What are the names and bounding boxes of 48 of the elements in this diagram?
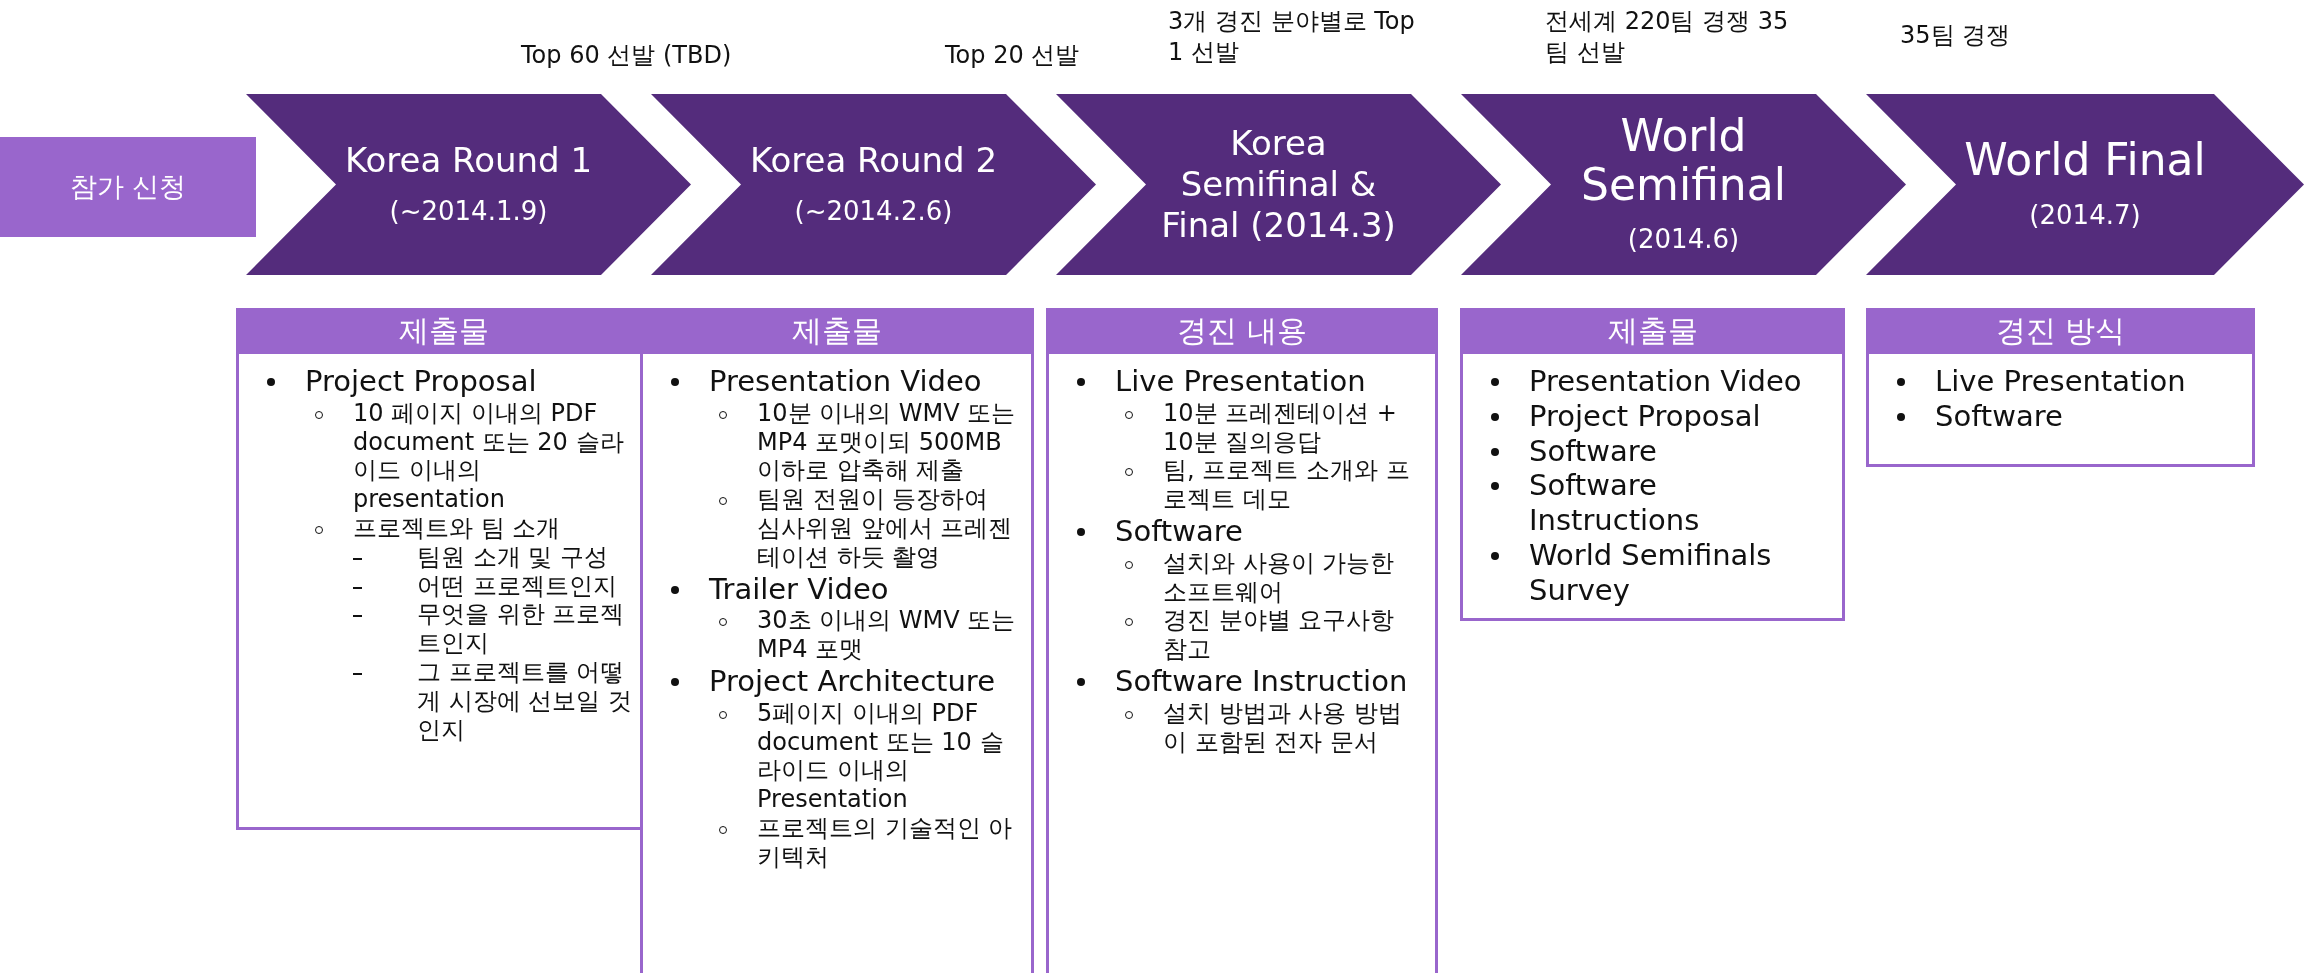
stage-date: (2014.6)	[1627, 223, 1740, 256]
list-item: 그 프로젝트를 어떻게 시장에 선보일 것인지	[253, 657, 634, 745]
stage-date: (~2014.1.9)	[389, 195, 548, 228]
list-item: 설치와 사용이 가능한 소프트웨어	[1063, 548, 1421, 607]
stage-note: 35팀 경쟁	[1900, 20, 2011, 51]
list-item: 10 페이지 이내의 PDF document 또는 20 슬라이드 이내의 presentation	[253, 398, 634, 514]
stage-title: World Semifinal	[1580, 112, 1787, 209]
list-item: 10분 프레젠테이션 + 10분 질의응답	[1063, 398, 1421, 457]
list-item: 30초 이내의 WMV 또는 MP4 포맷	[657, 606, 1017, 664]
stage-title: Korea Round 2	[749, 140, 998, 181]
list-item: Software Instructions	[1477, 468, 1828, 538]
stage-note: Top 60 선발 (TBD)	[521, 40, 732, 71]
section-header: 제출물	[1460, 308, 1845, 354]
list-item: 5페이지 이내의 PDF document 또는 10 슬라이드 이내의 Presentation	[657, 698, 1017, 814]
list-item: Presentation Video	[1477, 364, 1828, 399]
stage-note: 3개 경진 분야별로 Top 1 선발	[1168, 6, 1416, 69]
list-item: Trailer Video	[657, 571, 1017, 607]
stage-note: 전세계 220팀 경쟁 35팀 선발	[1545, 6, 1790, 69]
list-item: Software	[1063, 514, 1421, 549]
list-item: Presentation Video	[657, 364, 1017, 399]
list-item: 팀, 프로젝트 소개와 프로젝트 데모	[1063, 456, 1421, 514]
list-item: World Semifinals Survey	[1477, 538, 1828, 608]
stage-date: (2014.7)	[2029, 198, 2141, 232]
list-item: Software Instruction	[1063, 663, 1421, 699]
list-item: Live Presentation	[1883, 364, 2238, 399]
list-item: 어떤 프로젝트인지	[253, 571, 634, 601]
stage-note: Top 20 선발	[945, 40, 1080, 71]
list-item: Project Proposal	[1477, 398, 1828, 434]
list-item: 경진 분야별 요구사항 참고	[1063, 606, 1421, 664]
stage-date: (~2014.2.6)	[794, 195, 953, 228]
list-item: 팀원 소개 및 구성	[253, 542, 634, 572]
list-item: Live Presentation	[1063, 364, 1421, 399]
list-item: 프로젝트의 기술적인 아키텍처	[657, 813, 1017, 872]
stage-title: Korea Semifinal & Final (2014.3)	[1160, 123, 1397, 246]
list-item: 프로젝트와 팀 소개	[253, 514, 634, 543]
section-header: 경진 내용	[1046, 308, 1438, 354]
stage-title: World Final	[1964, 136, 2206, 185]
list-item: Software	[1477, 433, 1828, 469]
list-item: 설치 방법과 사용 방법이 포함된 전자 문서	[1063, 698, 1421, 757]
list-item: 팀원 전원이 등장하여 심사위원 앞에서 프레젠테이션 하듯 촬영	[657, 485, 1017, 572]
entry-box: 참가 신청	[0, 137, 256, 237]
list-item: 무엇을 위한 프로젝트인지	[253, 600, 634, 658]
stage-title: Korea Round 1	[344, 140, 593, 181]
list-item: Project Proposal	[253, 364, 634, 399]
list-item: Software	[1883, 398, 2238, 434]
section-header: 경진 방식	[1866, 308, 2255, 354]
list-item: 10분 이내의 WMV 또는 MP4 포맷이되 500MB 이하로 압축해 제출	[657, 398, 1017, 486]
list-item: Project Architecture	[657, 663, 1017, 699]
